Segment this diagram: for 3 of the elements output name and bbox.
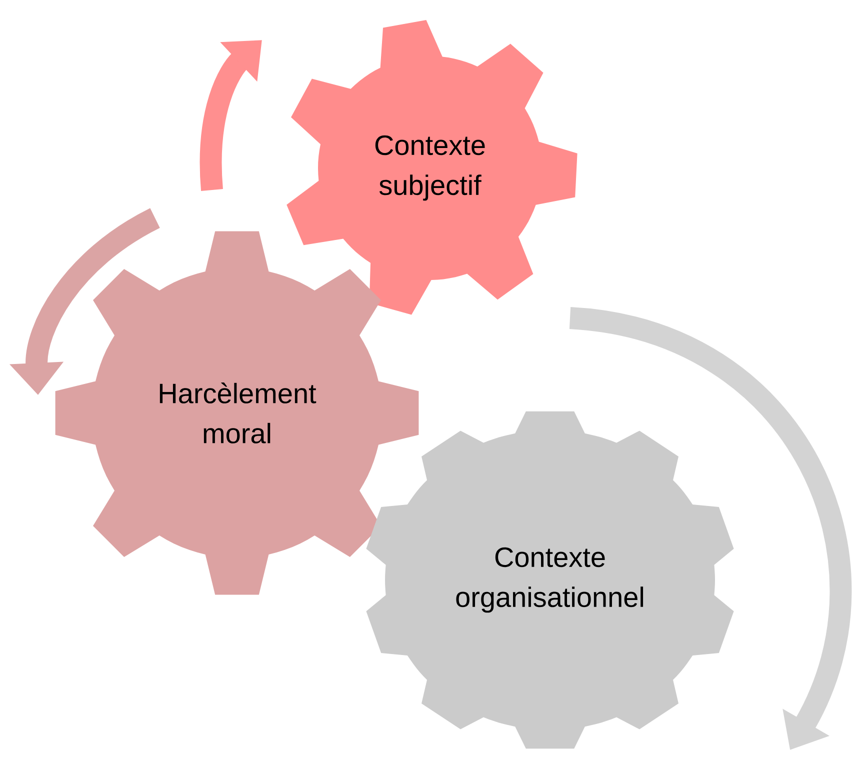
- gear: Contexte subjectif: [286, 20, 578, 315]
- gear: Contexte organisationnel: [366, 411, 734, 749]
- gear: Harcèlement moral: [55, 231, 419, 595]
